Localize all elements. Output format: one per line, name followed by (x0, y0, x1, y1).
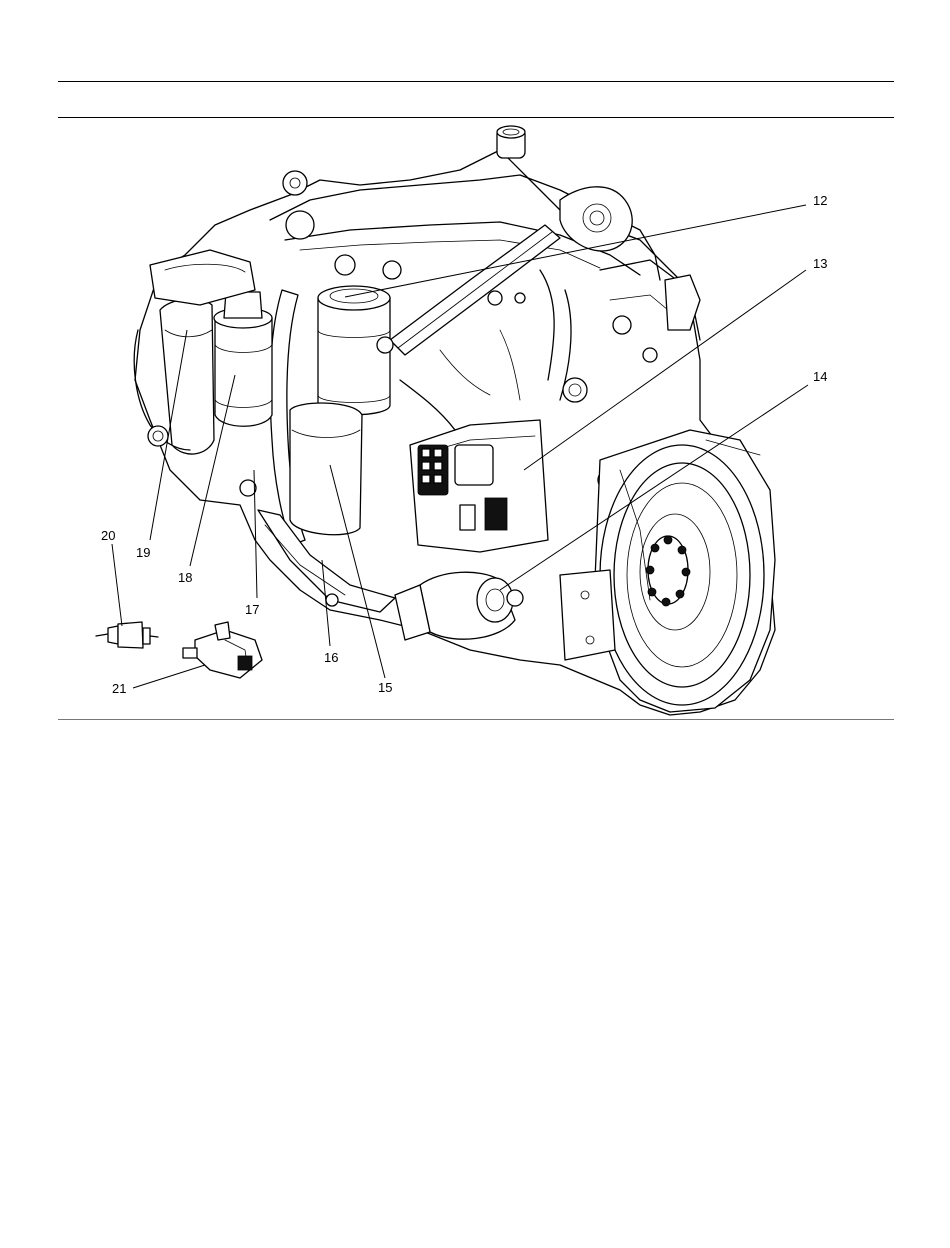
inline-filter-part (96, 622, 158, 648)
sensor-part (183, 622, 262, 678)
callout-18: 18 (178, 570, 192, 585)
callout-20: 20 (101, 528, 115, 543)
callout-16: 16 (324, 650, 338, 665)
callout-21: 21 (112, 681, 126, 696)
callout-14: 14 (813, 369, 827, 384)
engine-drawing (96, 126, 775, 715)
callout-19: 19 (136, 545, 150, 560)
callout-17: 17 (245, 602, 259, 617)
callout-12: 12 (813, 193, 827, 208)
callout-15: 15 (378, 680, 392, 695)
callout-13: 13 (813, 256, 827, 271)
